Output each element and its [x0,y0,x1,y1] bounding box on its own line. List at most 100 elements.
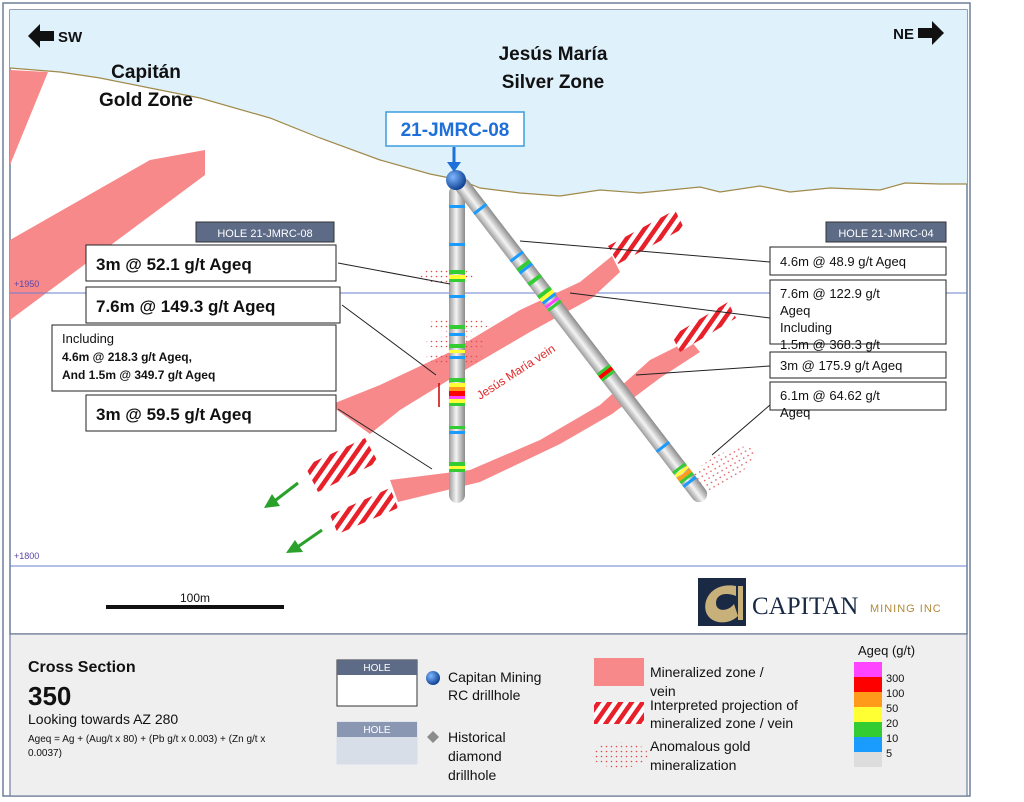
legend-looking: Looking towards AZ 280 [28,711,178,727]
right-intercept-3-text: 3m @ 175.9 g/t Ageq [780,358,902,373]
intercept-box-2 [85,286,341,324]
legend-rc-2: RC drillhole [448,687,521,703]
intercept-1-text: 3m @ 52.1 g/t Ageq [96,255,252,274]
grade-swatch [854,722,882,737]
grade-swatch [854,677,882,692]
legend-interpreted-2: mineralized zone / vein [650,715,793,731]
hole-label-right-box [825,221,947,243]
legend-anomalous-2: mineralization [650,757,736,773]
drillhole-collar [446,170,466,190]
intercept-box-4 [85,394,337,432]
right-intercept-box-3 [769,351,947,379]
grade-label: 5 [886,748,892,760]
legend-interpreted-1: Interpreted projection of [650,697,798,713]
legend-mineralized-swatch [594,658,644,686]
legend-interpreted-swatch [594,702,644,724]
anomalous-gold-1 [418,269,474,283]
legend-panel [9,633,968,797]
legend-hole-box-diamond-header [337,722,417,737]
legend-diamond-2: diamond [448,748,502,764]
grade-swatch [854,692,882,707]
ne-arrow-icon [918,21,944,45]
leader-lines [337,240,771,470]
legend-hole-label-diamond: HOLE [363,725,391,736]
capitan-vein-upper [10,70,48,165]
legend-formula-1: Ageq = Ag + (Aug/t x 80) + (Pb g/t x 0.0… [28,734,265,745]
logo-name: CAPITAN [752,593,858,620]
jesus-maria-title-2: Silver Zone [502,72,604,93]
jesus-maria-title-1: Jesús María [499,44,608,65]
interpreted-vein-lower-left [330,488,398,534]
right-intercept-1-text: 4.6m @ 48.9 g/t Ageq [780,254,906,269]
intercept-3-line-1: Including [62,331,114,346]
legend-section-number: 350 [28,681,71,711]
interpreted-vein-lower-right [672,302,736,352]
intercept-box-1 [85,244,337,282]
rc-drillhole-icon [426,671,440,685]
grade-label: 10 [886,733,898,745]
hole-label-left-box [195,221,335,243]
grade-legend: 300 100 50 20 10 5 [854,662,904,767]
grade-swatch [854,662,882,677]
intercept-box-3 [51,324,337,392]
legend-anomalous-swatch [592,742,648,768]
grade-swatch [854,752,882,767]
grade-label: 50 [886,703,898,715]
legend-anomalous-1: Anomalous gold [650,738,750,754]
grade-label: 20 [886,718,898,730]
grade-label: 300 [886,673,904,685]
grade-swatch [854,737,882,752]
right-intercept-4-line-1: 6.1m @ 64.62 g/t [780,388,880,403]
diamond-drillhole-icon [427,731,439,743]
elevation-label-1800: +1800 [14,551,39,561]
legend-mineralized-1: Mineralized zone / [650,664,764,680]
sky-area [10,10,967,196]
right-intercept-box-4 [769,381,947,411]
right-intercept-box-2 [769,279,947,345]
drillhole-08-grade-intervals [449,205,465,472]
collar-arrowhead [447,162,461,172]
legend-diamond-1: Historical [448,729,506,745]
intercept-4-text: 3m @ 59.5 g/t Ageq [96,405,252,424]
legend-section-title: Cross Section [28,659,136,676]
capitan-logo [698,578,746,626]
intercept-3-line-3: And 1.5m @ 349.7 g/t Ageq [62,368,215,382]
logo-suffix: MINING INC [870,603,942,615]
dip-arrowhead-lower [286,540,303,553]
intercept-2-text: 7.6m @ 149.3 g/t Ageq [96,297,275,316]
legend-rc-1: Capitan Mining [448,669,541,685]
legend-diamond-3: drillhole [448,767,496,783]
interpreted-vein-upper-left [305,438,378,492]
orientation-sw: SW [58,29,83,46]
interpreted-vein-upper-right [608,210,684,264]
legend-formula-2: 0.0037) [28,748,62,759]
orientation-ne: NE [893,26,914,43]
sw-arrow-icon [28,24,54,48]
grade-label: 100 [886,688,904,700]
topography-line [9,67,967,197]
right-intercept-box-1 [769,246,947,276]
dip-arrow-lower-icon [295,528,323,550]
right-intercept-2-line-1: 7.6m @ 122.9 g/t [780,286,880,301]
mineralized-vein-lower [390,340,700,502]
legend-hole-box-rc-header [337,660,417,675]
scale-bar-label: 100m [180,591,210,605]
hole-label-right: HOLE 21-JMRC-04 [838,228,933,240]
legend-hole-label-rc: HOLE [363,663,391,674]
drillhole-21-jmrc-04 [454,178,708,503]
right-intercept-2-line-2: Ageq [780,303,810,318]
legend-mineralized-2: vein [650,683,676,699]
scale-bar [106,605,284,609]
dip-arrow-upper-icon [271,481,299,505]
drillhole-tag: 21-JMRC-08 [401,120,510,141]
intercept-3-line-2: 4.6m @ 218.3 g/t Ageq, [62,350,192,364]
drillhole-tag-box [385,111,525,147]
grade-swatch [854,707,882,722]
hole-label-left: HOLE 21-JMRC-08 [217,228,312,240]
capitan-zone-title-1: Capitán [111,62,181,83]
capitan-zone-title-2: Gold Zone [99,90,193,111]
right-intercept-2-line-4: 1.5m @ 368.3 g/t [780,337,880,352]
capitan-vein-lower [10,150,205,320]
right-intercept-2-line-3: Including [780,320,832,335]
